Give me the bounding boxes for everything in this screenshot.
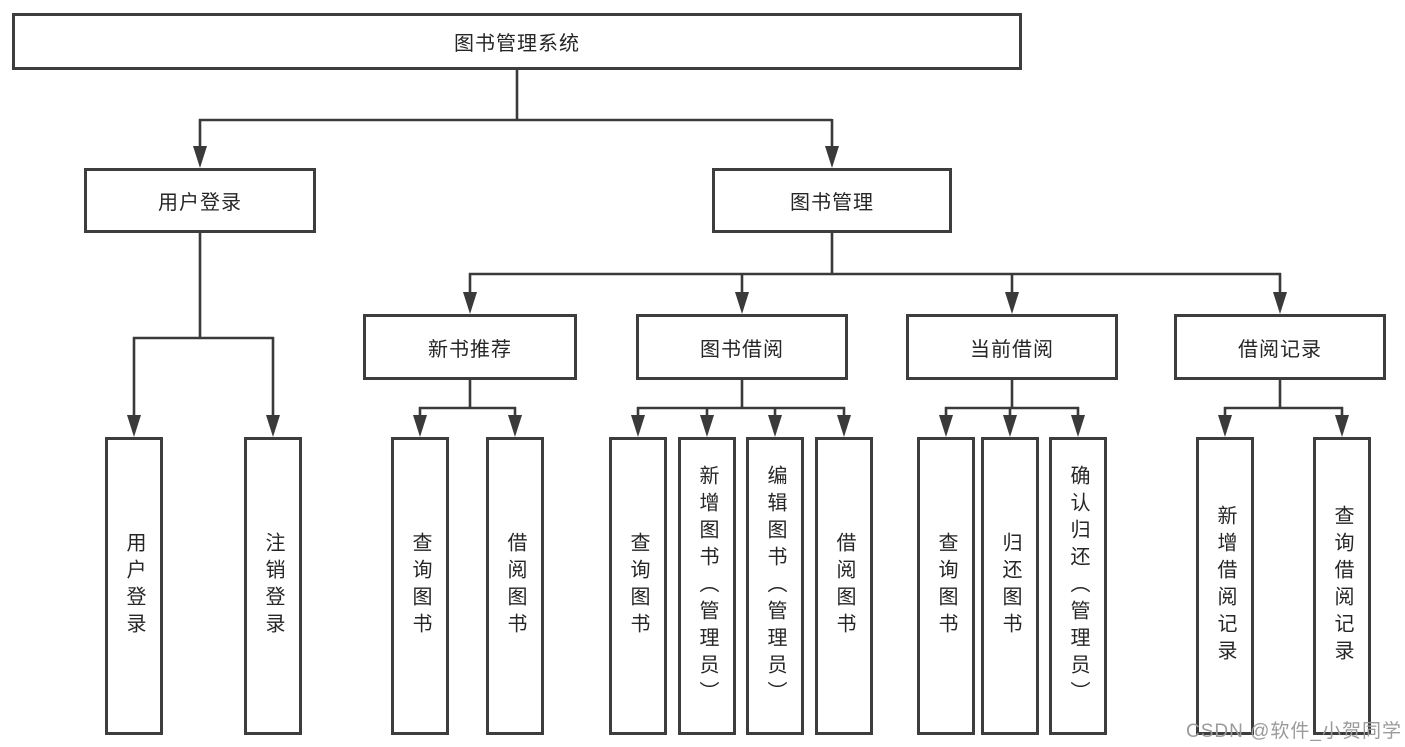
leaf-borrow-edit-books-admin: 编辑图书（管理员） (746, 437, 804, 735)
leaf-current-return-books: 归还图书 (981, 437, 1039, 735)
node-book-management: 图书管理 (712, 168, 952, 233)
node-user-login: 用户登录 (84, 168, 316, 233)
leaf-current-confirm-return-admin: 确认归还（管理员） (1049, 437, 1107, 735)
leaf-records-add-record: 新增借阅记录 (1196, 437, 1254, 735)
csdn-watermark: CSDN @软件_小贺同学 (1186, 721, 1402, 742)
node-borrow-records: 借阅记录 (1174, 314, 1386, 380)
connector-lines (132, 70, 1344, 419)
leaf-current-query-books: 查询图书 (917, 437, 975, 735)
leaf-logout: 注销登录 (244, 437, 302, 735)
node-new-book-recommend: 新书推荐 (363, 314, 577, 380)
node-root: 图书管理系统 (12, 13, 1022, 70)
leaf-records-query-record: 查询借阅记录 (1313, 437, 1371, 735)
node-book-borrow: 图书借阅 (636, 314, 848, 380)
leaf-user-login: 用户登录 (105, 437, 163, 735)
leaf-recommend-query-books: 查询图书 (391, 437, 449, 735)
leaf-borrow-borrow-books: 借阅图书 (815, 437, 873, 735)
arrowheads (127, 146, 1349, 437)
leaf-borrow-add-books-admin: 新增图书（管理员） (678, 437, 736, 735)
node-current-borrow: 当前借阅 (906, 314, 1118, 380)
leaf-borrow-query-books: 查询图书 (609, 437, 667, 735)
leaf-recommend-borrow-books: 借阅图书 (486, 437, 544, 735)
